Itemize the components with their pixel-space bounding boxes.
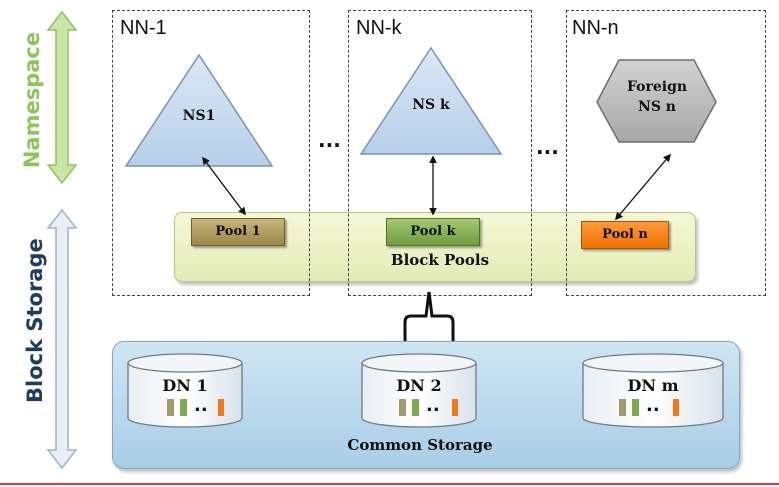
- common-storage-label: Common Storage: [347, 436, 493, 454]
- datanode-m-label: DN m: [627, 376, 679, 395]
- connector-arrow-1: [202, 156, 246, 216]
- datanode-2-label: DN 2: [396, 376, 442, 395]
- bottom-divider: [0, 483, 779, 485]
- namenode-title-1: NN-1: [120, 17, 167, 39]
- namespace-triangle-1: [124, 53, 274, 167]
- namenode-box-1: [112, 10, 310, 296]
- pool-1: Pool 1: [191, 218, 285, 246]
- datanode-2-dots: ..: [426, 395, 440, 416]
- block-pools-label: Block Pools: [390, 251, 490, 269]
- pool-k: Pool k: [386, 218, 480, 246]
- namenode-title-n: NN-n: [572, 17, 619, 39]
- namespace-hexagon-n: [596, 59, 717, 143]
- datanode-2-cylinder: [361, 353, 477, 428]
- namenode-title-k: NN-k: [356, 17, 402, 39]
- datanode-1-dots: ..: [194, 395, 208, 416]
- namenode-box-k: [348, 10, 532, 296]
- block-storage-arrow: [46, 208, 78, 470]
- namespace-label-n-line2: NS n: [638, 99, 676, 115]
- datanode-1-label: DN 1: [162, 376, 208, 395]
- namespace-label-k: NS k: [412, 97, 450, 113]
- ellipsis-1: ...: [318, 128, 341, 152]
- datanode-1-cylinder: [127, 353, 243, 428]
- namenode-box-n: [566, 10, 766, 296]
- namespace-label-n-line1: Foreign: [627, 79, 687, 95]
- brace-connector: [403, 291, 455, 341]
- namespace-triangle-k: [359, 46, 503, 155]
- connector-arrow-n: [614, 153, 672, 221]
- datanode-m-dots: ..: [646, 395, 660, 416]
- pool-n: Pool n: [581, 221, 669, 249]
- datanode-m-cylinder: [582, 353, 724, 428]
- namespace-label-1: NS1: [183, 108, 216, 124]
- namespace-arrow: [46, 10, 78, 185]
- ellipsis-2: ...: [536, 135, 559, 159]
